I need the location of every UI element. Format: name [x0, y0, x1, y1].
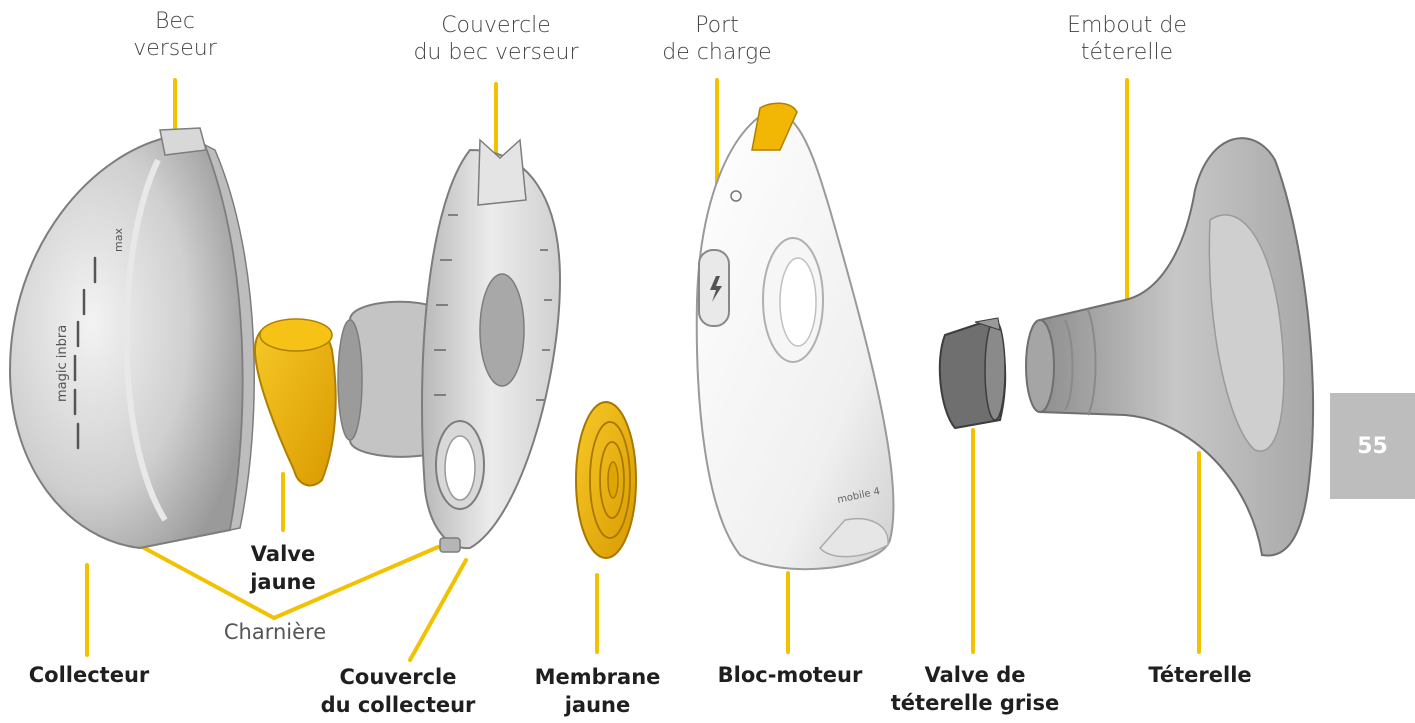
collector-part: magic inbra max [8, 127, 255, 550]
grey-valve-part [938, 317, 1007, 430]
label-yellow-membrane: Membrane jaune [534, 665, 661, 717]
collector-brand-text: magic inbra [55, 325, 70, 402]
label-hinge: Charnière [223, 620, 327, 644]
collector-max-text: max [112, 228, 125, 252]
label-collector-cover: Couvercle du collecteur [320, 665, 476, 717]
leader-collector-cover [408, 558, 468, 662]
label-spout-cover: Couvercle du bec verseur [413, 13, 579, 65]
leader-lines [85, 78, 1201, 662]
label-grey-valve: Valve de téterelle grise [890, 663, 1060, 715]
label-motor-block: Bloc-moteur [717, 663, 863, 687]
page-number-tab: 55 [1330, 393, 1415, 499]
leader-hinge-left [133, 541, 276, 620]
collector-cover-part [337, 138, 562, 553]
motor-block-part: mobile 4 [695, 102, 895, 571]
label-charge-port: Port de charge [662, 13, 772, 65]
label-nipple-tip: Embout de téterelle [1067, 13, 1187, 65]
yellow-valve-part [253, 318, 337, 487]
page-number: 55 [1357, 433, 1388, 459]
label-spout: Bec verseur [133, 9, 217, 61]
label-yellow-valve: Valve jaune [250, 542, 316, 594]
yellow-membrane-part [575, 401, 637, 559]
leader-hinge-right [272, 545, 440, 620]
label-breast-shield: Téterelle [1148, 663, 1252, 687]
breast-shield-part [1025, 137, 1315, 557]
label-collector: Collecteur [28, 663, 150, 687]
